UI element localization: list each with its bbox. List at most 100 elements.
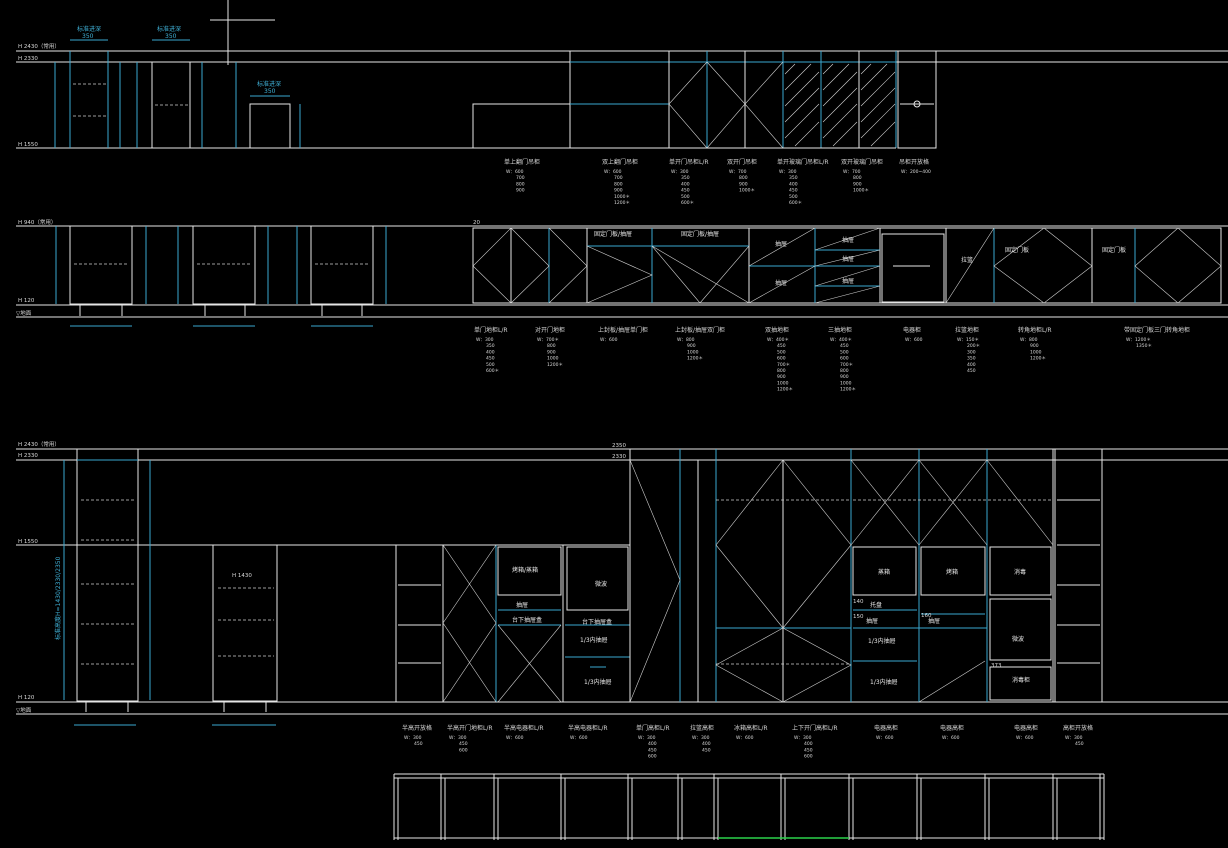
row1-width-0-1: 700 — [516, 175, 525, 181]
glass-hatch — [784, 63, 896, 147]
row3-width-8-0: W：600 — [876, 735, 894, 741]
inner-microwave: 微波 — [595, 580, 607, 588]
row2-width-8-0: W：800 — [1020, 337, 1038, 343]
row2-width-7-4: 400 — [967, 362, 976, 368]
row2-caption-2: 上封板/抽屉单门柜 — [598, 326, 648, 334]
row2-width-3-1: 900 — [687, 343, 696, 349]
row3-width-9-0: W：600 — [942, 735, 960, 741]
row1-width-1-1: 700 — [614, 175, 623, 181]
row2-width-0-4: 500 — [486, 362, 495, 368]
row2-width-4-8: 1200＊ — [777, 387, 793, 393]
level-floor: ▽地面 — [16, 309, 32, 317]
row3-caption-2: 半高电器柜L/R — [504, 724, 544, 732]
row3-width-4-0: W：300 — [638, 735, 656, 741]
row2-width-9-1: 1350＊ — [1136, 343, 1152, 349]
std-depth-label-3: 标准进深 — [257, 80, 281, 88]
row1-width-0-0: W：600 — [506, 169, 524, 175]
row3-width-7-2: 450 — [804, 747, 813, 753]
row3-width-4-2: 450 — [648, 747, 657, 753]
row2-width-5-0: W：400＊ — [830, 337, 852, 343]
row3-width-7-0: W：300 — [794, 735, 812, 741]
row2-width-4-1: 450 — [777, 343, 786, 349]
row2-width-0-0: W：300 — [476, 337, 494, 343]
row3-labels: 半高开放格W：300450半高开门地柜L/RW：300450600半高电器柜L/… — [402, 724, 1093, 760]
row2-width-0-1: 350 — [486, 343, 495, 349]
row3-width-4-1: 400 — [648, 741, 657, 747]
inner-drawer-third-4: 1/3内抽屉 — [870, 678, 898, 686]
row3-caption-6: 冰箱高柜L/R — [734, 724, 768, 732]
row3-caption-11: 高柜开放格 — [1063, 724, 1093, 732]
row1-width-3-1: 800 — [739, 175, 748, 181]
dim-350: 350 — [82, 33, 94, 40]
row1-width-2-4: 500 — [681, 194, 690, 200]
row2-width-9-0: W：1200＊ — [1126, 337, 1151, 343]
row2-caption-1: 对开门地柜 — [535, 326, 565, 334]
row2-caption-5: 三抽地柜 — [828, 326, 852, 334]
dim-2330: 2330 — [612, 454, 626, 460]
inner-oven: 烤箱 — [946, 568, 958, 576]
row3-width-0-0: W：300 — [404, 735, 422, 741]
row2-width-1-4: 1200＊ — [547, 362, 563, 368]
level-h1430: H 1430 — [232, 573, 252, 579]
row1-wall-cabinets: H 2430（常用） H 2330 H 1550 标准进深 350 标准进深 3… — [16, 0, 1228, 206]
row1-width-3-3: 1000＊ — [739, 188, 755, 194]
dim-2350: 2350 — [612, 443, 626, 449]
row1-width-1-5: 1200＊ — [614, 200, 630, 206]
dim-350-2: 350 — [165, 33, 177, 40]
row3-caption-0: 半高开放格 — [402, 724, 432, 732]
row1-width-2-3: 450 — [681, 188, 690, 194]
inner-drawer-third-1: 1/3内抽屉 — [580, 636, 608, 644]
row1-caption-2: 单开门吊柜L/R — [669, 158, 709, 166]
inner-sink-tray: 台下抽屉盒 — [512, 616, 542, 624]
row1-width-2-0: W：300 — [671, 169, 689, 175]
row1-width-4-2: 400 — [789, 181, 798, 187]
row2-width-3-0: W：800 — [677, 337, 695, 343]
row2-width-4-0: W：400＊ — [767, 337, 789, 343]
row1-width-5-0: W：700 — [843, 169, 861, 175]
level-h2330-r3: H 2330 — [18, 453, 38, 459]
dim-150: 150 — [853, 614, 864, 620]
row2-width-4-2: 500 — [777, 349, 786, 355]
row2-width-6-0: W：600 — [905, 337, 923, 343]
row2-width-1-1: 800 — [547, 343, 556, 349]
row2-caption-6: 电器柜 — [903, 326, 921, 334]
inner-drawer-r3: 抽屉 — [516, 601, 528, 609]
row3-width-0-1: 450 — [414, 741, 423, 747]
row3-width-5-2: 450 — [702, 747, 711, 753]
row3-width-1-0: W：300 — [449, 735, 467, 741]
inner-sink-tray-2: 台下抽屉盒 — [582, 618, 612, 626]
row2-width-1-0: W：700＊ — [537, 337, 559, 343]
inner-drawer-5: 抽屉 — [842, 277, 854, 285]
row3-width-3-0: W：600 — [570, 735, 588, 741]
row3-width-5-0: W：300 — [692, 735, 710, 741]
row1-width-5-1: 800 — [853, 175, 862, 181]
row1-width-4-3: 450 — [789, 188, 798, 194]
inner-drawer-4: 抽屉 — [842, 255, 854, 263]
row1-width-1-3: 900 — [614, 188, 623, 194]
row1-width-0-2: 800 — [516, 181, 525, 187]
row2-width-4-3: 600 — [777, 356, 786, 362]
row1-width-4-1: 350 — [789, 175, 798, 181]
row2-width-5-1: 450 — [840, 343, 849, 349]
row1-width-3-0: W：700 — [729, 169, 747, 175]
tall-side-label: 标准高度H=1430/2330/2350 — [54, 556, 62, 640]
row1-width-5-3: 1000＊ — [853, 188, 869, 194]
row2-caption-4: 双抽地柜 — [765, 326, 789, 334]
row3-tall-cabinets: H 2430（常用） H 2330 H 1550 H 120 ▽地面 2350 … — [16, 440, 1228, 760]
inner-tray: 托盘 — [870, 601, 882, 609]
row3-width-7-1: 400 — [804, 741, 813, 747]
inner-steamer: 蒸箱 — [878, 568, 890, 576]
row2-width-5-6: 900 — [840, 374, 849, 380]
row2-caption-0: 单门地柜L/R — [474, 326, 508, 334]
inner-oven-steam: 烤箱/蒸箱 — [512, 566, 538, 574]
row2-width-7-1: 200＊ — [967, 343, 980, 349]
row1-width-1-2: 800 — [614, 181, 623, 187]
inner-fixed-panel-drawer-2: 固定门板/抽屉 — [681, 230, 719, 238]
row2-width-0-5: 600＊ — [486, 368, 499, 374]
row2-width-3-2: 1000 — [687, 349, 699, 355]
inner-pull-basket: 拉篮 — [961, 256, 973, 264]
row1-caption-4: 单开玻璃门吊柜L/R — [777, 158, 829, 166]
row3-width-11-1: 450 — [1075, 741, 1084, 747]
dim-350-3: 350 — [264, 88, 276, 95]
